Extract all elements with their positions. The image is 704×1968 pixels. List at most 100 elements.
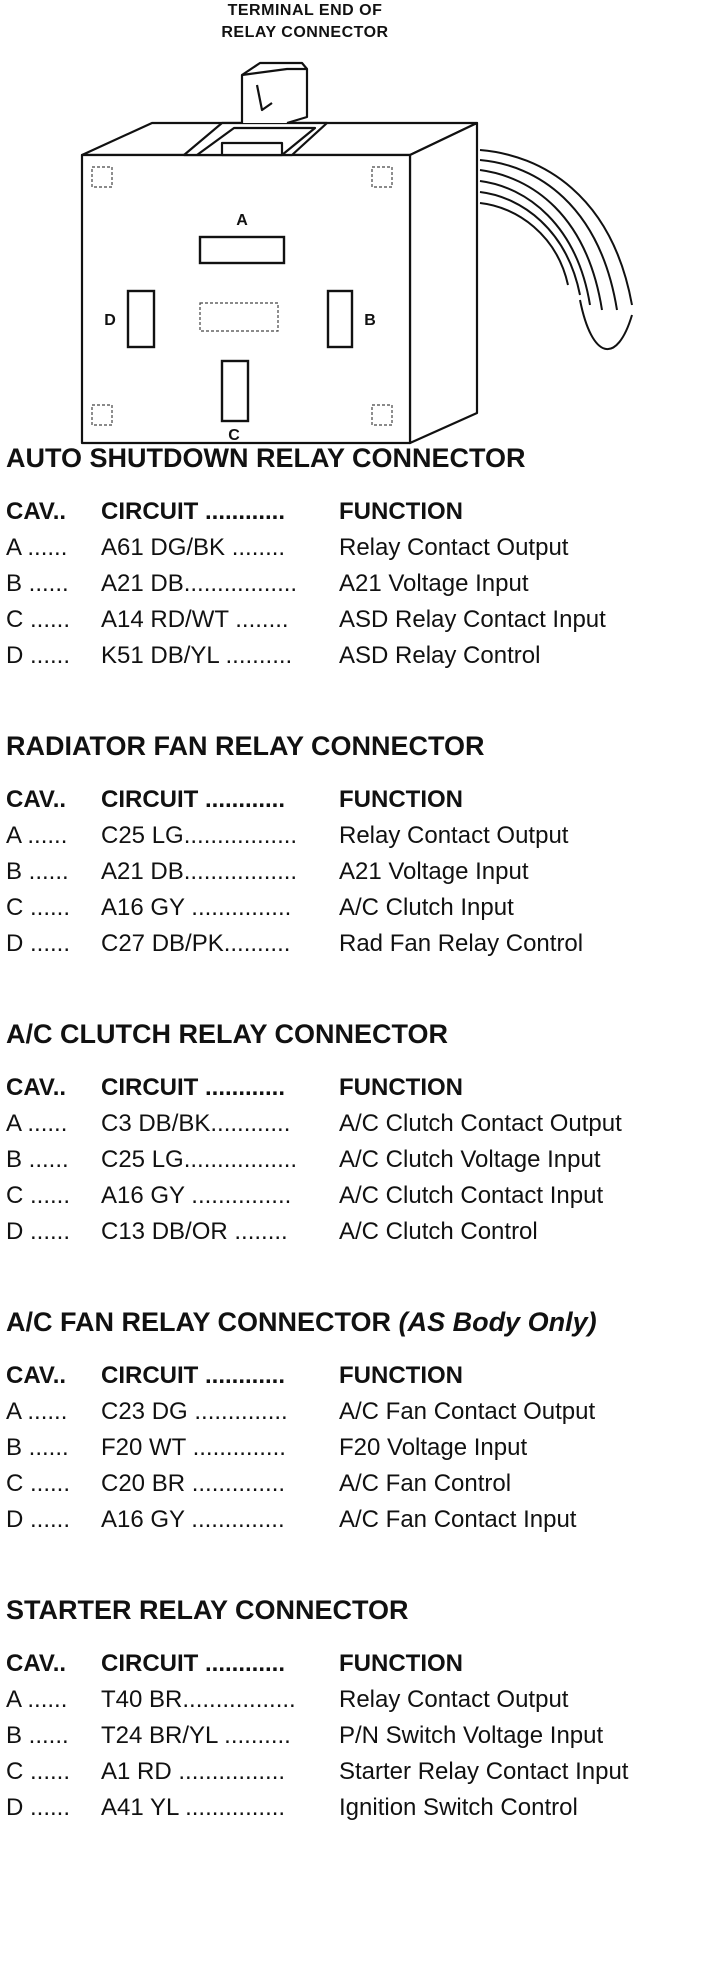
circuit-cell: A16 GY ............... <box>101 1182 292 1209</box>
cav-cell: C ...... <box>6 1470 71 1497</box>
circuit-cell: A41 YL ............... <box>101 1794 286 1821</box>
section-title-text: A/C FAN RELAY CONNECTOR <box>6 1307 392 1337</box>
cav-cell: B ...... <box>6 858 69 885</box>
circuit-cell: A16 GY ............... <box>101 894 292 921</box>
section-title-text: A/C CLUTCH RELAY CONNECTOR <box>6 1019 449 1049</box>
cavity-c-label: C <box>228 427 240 444</box>
table-row: B ...... A21 DB................. A21 Vol… <box>6 854 696 890</box>
table-row: D ...... A16 GY .............. A/C Fan C… <box>6 1502 696 1538</box>
table-row: B ...... F20 WT .............. F20 Volta… <box>6 1430 696 1466</box>
cav-cell: A ...... <box>6 822 68 849</box>
section-title-text: STARTER RELAY CONNECTOR <box>6 1595 409 1625</box>
section-starter-relay: STARTER RELAY CONNECTOR CAV.. CIRCUIT ..… <box>6 1594 696 1826</box>
function-cell: A21 Voltage Input <box>339 858 529 885</box>
function-cell: Relay Contact Output <box>339 822 569 849</box>
table-header: CAV.. CIRCUIT ............ FUNCTION <box>6 1646 696 1682</box>
cavity-a-slot <box>198 235 286 265</box>
figure-title-line-1: TERMINAL END OF <box>227 2 383 19</box>
section-title-note: (AS Body Only) <box>398 1307 597 1337</box>
table-row: D ...... A41 YL ............... Ignition… <box>6 1790 696 1826</box>
cav-cell: B ...... <box>6 570 69 597</box>
cav-cell: A ...... <box>6 1398 68 1425</box>
section-title-text: RADIATOR FAN RELAY CONNECTOR <box>6 731 485 761</box>
header-circuit: CIRCUIT ............ <box>101 1074 286 1101</box>
cavity-a-label: A <box>236 212 248 229</box>
cav-cell: B ...... <box>6 1146 69 1173</box>
figure-title: TERMINAL END OF RELAY CONNECTOR <box>165 0 445 44</box>
header-cav: CAV.. <box>6 1362 67 1389</box>
circuit-cell: A21 DB................. <box>101 858 298 885</box>
header-function: FUNCTION <box>339 1650 463 1677</box>
header-function: FUNCTION <box>339 786 463 813</box>
function-cell: A/C Clutch Voltage Input <box>339 1146 601 1173</box>
table-row: C ...... C20 BR .............. A/C Fan C… <box>6 1466 696 1502</box>
cav-cell: A ...... <box>6 1686 68 1713</box>
table-row: C ...... A14 RD/WT ........ ASD Relay Co… <box>6 602 696 638</box>
function-cell: A/C Clutch Contact Output <box>339 1110 622 1137</box>
header-function: FUNCTION <box>339 1074 463 1101</box>
section-ac-clutch-relay: A/C CLUTCH RELAY CONNECTOR CAV.. CIRCUIT… <box>6 1018 696 1250</box>
cavity-c-slot <box>220 359 250 423</box>
cav-cell: A ...... <box>6 1110 68 1137</box>
connector-housing <box>80 121 479 445</box>
table-header: CAV.. CIRCUIT ............ FUNCTION <box>6 494 696 530</box>
header-function: FUNCTION <box>339 1362 463 1389</box>
circuit-cell: A14 RD/WT ........ <box>101 606 289 633</box>
cav-cell: C ...... <box>6 1182 71 1209</box>
section-radiator-fan-relay: RADIATOR FAN RELAY CONNECTOR CAV.. CIRCU… <box>6 730 696 962</box>
circuit-cell: A16 GY .............. <box>101 1506 285 1533</box>
circuit-cell: F20 WT .............. <box>101 1434 286 1461</box>
circuit-cell: T40 BR................. <box>101 1686 296 1713</box>
section-title-text: AUTO SHUTDOWN RELAY CONNECTOR <box>6 443 526 473</box>
cavity-b-slot <box>326 289 354 349</box>
cav-cell: B ...... <box>6 1434 69 1461</box>
circuit-cell: C27 DB/PK.......... <box>101 930 291 957</box>
function-cell: P/N Switch Voltage Input <box>339 1722 604 1749</box>
function-cell: A21 Voltage Input <box>339 570 529 597</box>
function-cell: ASD Relay Contact Input <box>339 606 606 633</box>
circuit-cell: A21 DB................. <box>101 570 298 597</box>
circuit-cell: C20 BR .............. <box>101 1470 286 1497</box>
table-row: C ...... A1 RD ................ Starter … <box>6 1754 696 1790</box>
header-circuit: CIRCUIT ............ <box>101 498 286 525</box>
table-row: D ...... C13 DB/OR ........ A/C Clutch C… <box>6 1214 696 1250</box>
function-cell: Ignition Switch Control <box>339 1794 578 1821</box>
circuit-cell: A1 RD ................ <box>101 1758 286 1785</box>
relay-connector-diagram: A B C D <box>80 61 633 445</box>
table-row: D ...... K51 DB/YL .......... ASD Relay … <box>6 638 696 674</box>
function-cell: Starter Relay Contact Input <box>339 1758 629 1785</box>
cav-cell: A ...... <box>6 534 68 561</box>
circuit-cell: C25 LG................. <box>101 1146 298 1173</box>
function-cell: A/C Clutch Control <box>339 1218 538 1245</box>
cav-cell: C ...... <box>6 894 71 921</box>
corner-marks <box>91 166 393 426</box>
cav-cell: D ...... <box>6 930 71 957</box>
table-row: C ...... A16 GY ............... A/C Clut… <box>6 890 696 926</box>
function-cell: A/C Fan Contact Input <box>339 1506 577 1533</box>
circuit-cell: C13 DB/OR ........ <box>101 1218 288 1245</box>
header-circuit: CIRCUIT ............ <box>101 1650 286 1677</box>
cav-cell: D ...... <box>6 1794 71 1821</box>
circuit-cell: C3 DB/BK............ <box>101 1110 291 1137</box>
table-row: A ...... T40 BR................. Relay C… <box>6 1682 696 1718</box>
circuit-cell: C25 LG................. <box>101 822 298 849</box>
cav-cell: D ...... <box>6 642 71 669</box>
function-cell: Rad Fan Relay Control <box>339 930 584 957</box>
table-row: A ...... C25 LG................. Relay C… <box>6 818 696 854</box>
section-title: A/C FAN RELAY CONNECTOR (AS Body Only) <box>6 1306 696 1338</box>
circuit-cell: T24 BR/YL .......... <box>101 1722 291 1749</box>
table-row: B ...... C25 LG................. A/C Clu… <box>6 1142 696 1178</box>
function-cell: Relay Contact Output <box>339 534 569 561</box>
circuit-cell: A61 DG/BK ........ <box>101 534 286 561</box>
cav-cell: C ...... <box>6 606 71 633</box>
figure-title-line-2: RELAY CONNECTOR <box>221 24 389 41</box>
wire-bundle <box>479 149 633 350</box>
header-circuit: CIRCUIT ............ <box>101 1362 286 1389</box>
cavity-d-label: D <box>104 312 116 329</box>
cavity-b-label: B <box>364 312 376 329</box>
header-function: FUNCTION <box>339 498 463 525</box>
header-cav: CAV.. <box>6 1650 67 1677</box>
header-cav: CAV.. <box>6 786 67 813</box>
table-row: A ...... C23 DG .............. A/C Fan C… <box>6 1394 696 1430</box>
circuit-cell: K51 DB/YL .......... <box>101 642 293 669</box>
